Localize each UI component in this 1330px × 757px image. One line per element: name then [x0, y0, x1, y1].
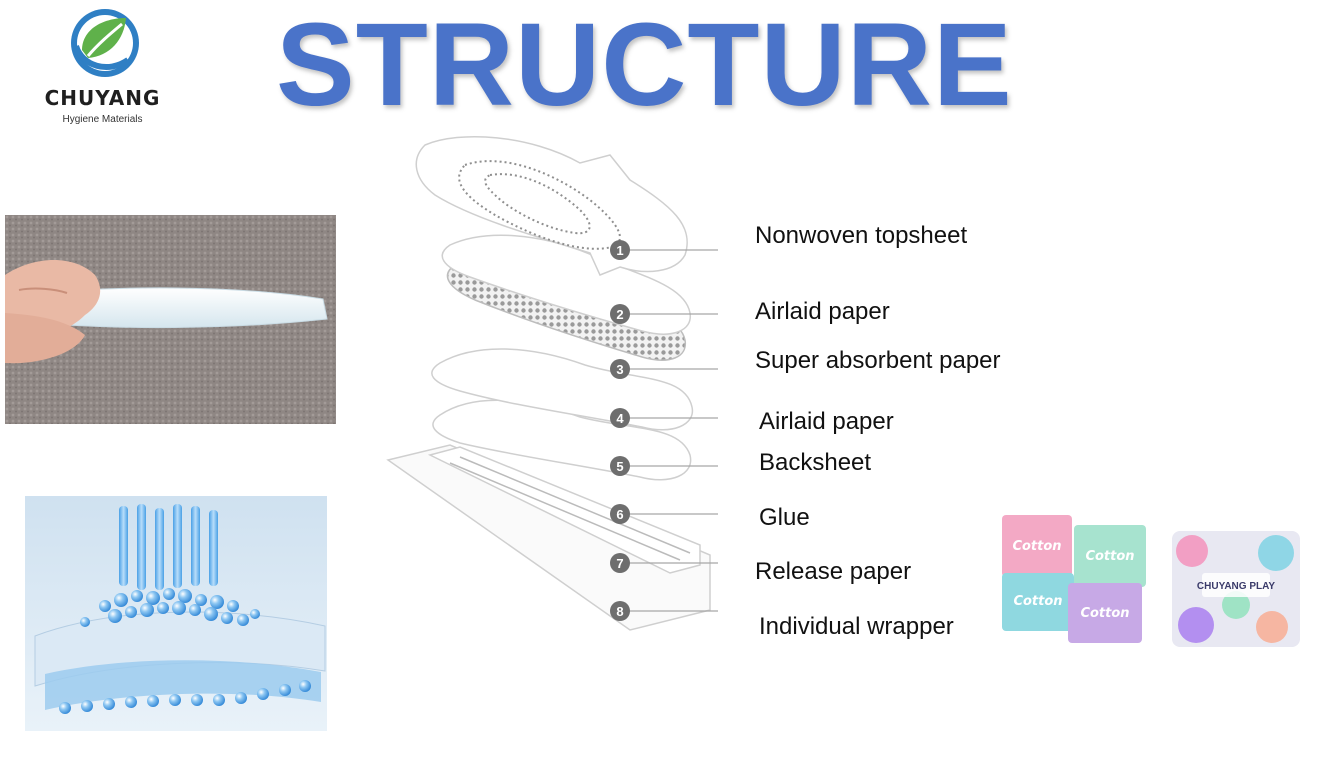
layer-badge-3: 3	[616, 362, 623, 377]
page-title: STRUCTURE	[276, 0, 1013, 131]
brand-logo: CHUYANG Hygiene Materials	[20, 2, 160, 127]
layer-badge-7: 7	[616, 556, 623, 571]
layer-label-2: Airlaid paper	[755, 298, 890, 325]
layer-badge-8: 8	[616, 604, 623, 619]
photo-pad-thickness	[5, 215, 336, 424]
layer-label-3: Super absorbent paper	[755, 347, 1001, 374]
layer-badge-1: 1	[616, 243, 623, 258]
play-pack-text: CHUYANG PLAY	[1197, 581, 1275, 592]
layer-label-7: Release paper	[755, 558, 912, 585]
layer-badge-4: 4	[616, 411, 624, 426]
layer-badge-2: 2	[616, 307, 623, 322]
layer-label-6: Glue	[759, 504, 810, 531]
layer-diagram: 1 2 3 4 5 6 7 8	[386, 135, 718, 631]
layer-label-5: Backsheet	[759, 449, 872, 476]
layer-label-1: Nonwoven topsheet	[755, 222, 968, 249]
brand-tagline: Hygiene Materials	[62, 114, 143, 125]
logo-leaf-icon	[71, 9, 139, 77]
brand-name: CHUYANG	[44, 86, 161, 110]
photo-product-packs: Cotton Cotton Cotton Cotton CHUYANG PLAY	[1002, 515, 1300, 647]
pack-text-3: Cotton	[1013, 594, 1062, 609]
layer-label-4: Airlaid paper	[759, 408, 894, 435]
pack-text-1: Cotton	[1012, 539, 1061, 554]
pack-text-4: Cotton	[1080, 606, 1129, 621]
photo-absorbent-gel	[25, 496, 327, 731]
layer-badge-5: 5	[616, 459, 623, 474]
layer-badge-6: 6	[616, 507, 623, 522]
layer-label-8: Individual wrapper	[759, 613, 954, 640]
pack-text-2: Cotton	[1085, 549, 1134, 564]
